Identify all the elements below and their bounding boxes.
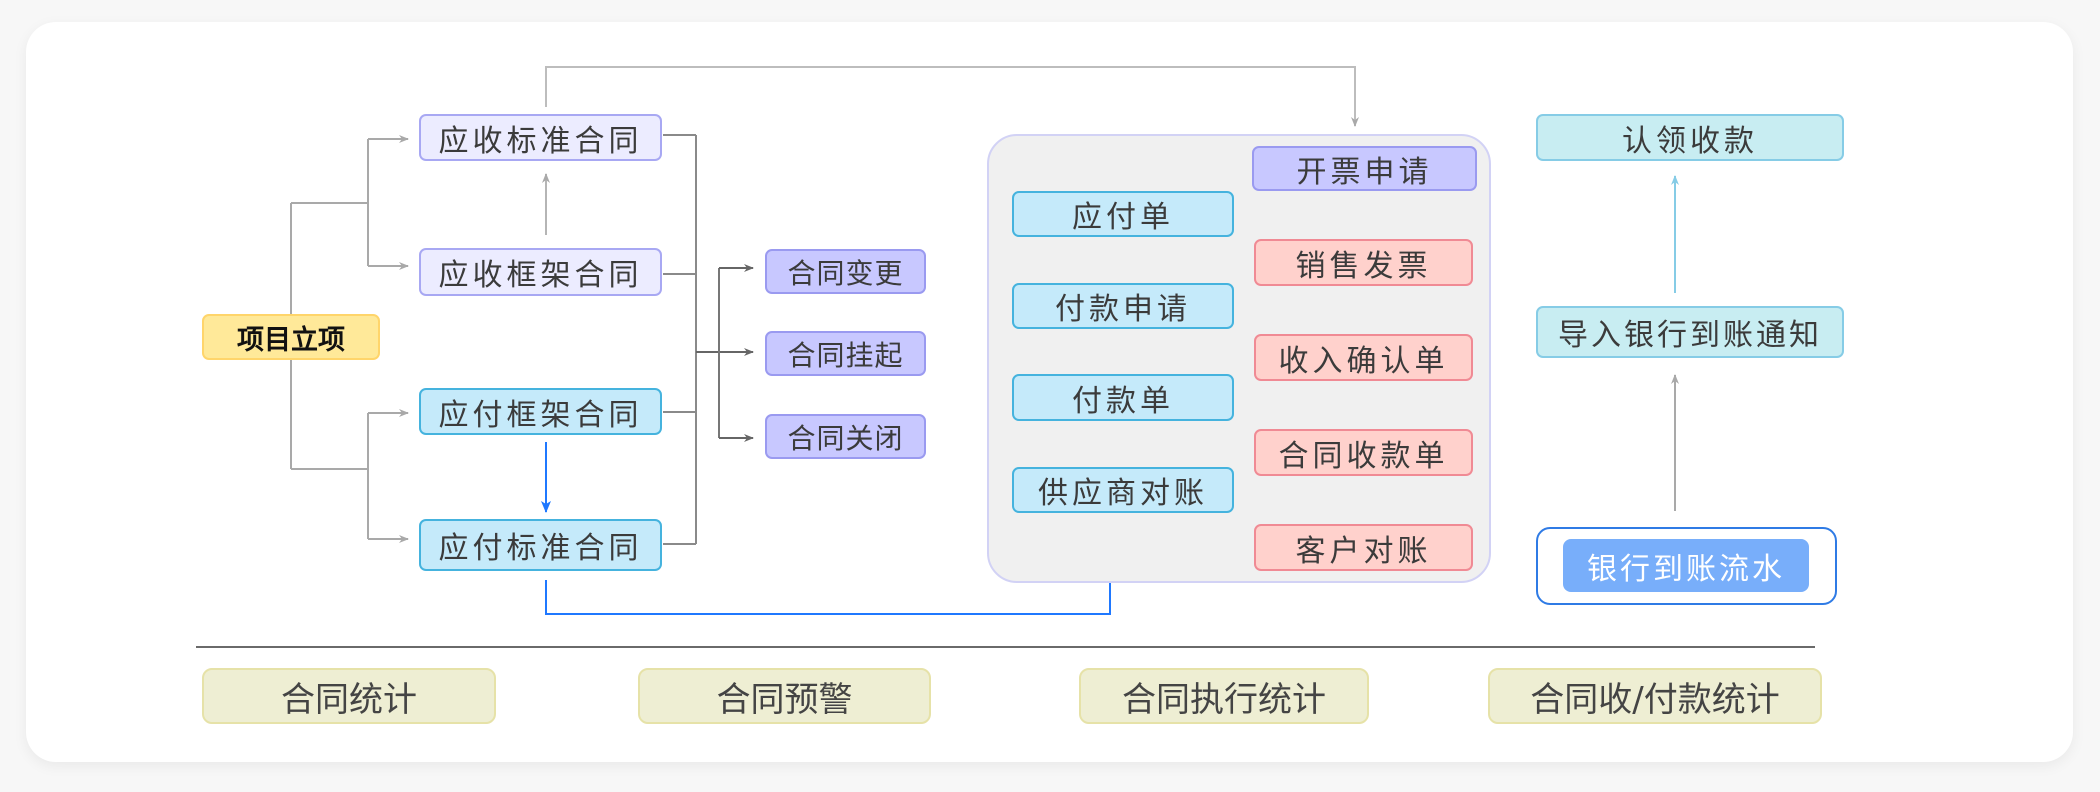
node-label: 收入确认单 (1278, 343, 1449, 379)
node-invoice-request[interactable]: 开票申请 (1252, 146, 1477, 191)
node-label: 客户对账 (1295, 533, 1432, 569)
node-label: 合同挂起 (787, 338, 904, 372)
node-sales-invoice[interactable]: 销售发票 (1254, 239, 1473, 286)
node-label: 开票申请 (1296, 154, 1433, 190)
node-label: 项目立项 (237, 324, 345, 356)
node-claim-receipt[interactable]: 认领收款 (1536, 114, 1844, 161)
node-label: 合同预警 (716, 679, 853, 720)
node-contract-change[interactable]: 合同变更 (765, 249, 926, 294)
node-bank-flow[interactable]: 银行到账流水 (1563, 539, 1809, 592)
node-label: 付款单 (1072, 383, 1174, 419)
node-contract-warning[interactable]: 合同预警 (638, 668, 931, 724)
node-label: 合同收/付款统计 (1530, 679, 1780, 720)
node-label: 应付框架合同 (438, 397, 643, 433)
node-label: 导入银行到账通知 (1558, 318, 1822, 353)
node-label: 合同变更 (787, 256, 904, 290)
node-label: 银行到账流水 (1587, 551, 1785, 587)
node-contract-suspend[interactable]: 合同挂起 (765, 331, 926, 376)
node-payable-framework-contract[interactable]: 应付框架合同 (419, 388, 662, 435)
node-label: 付款申请 (1055, 292, 1191, 327)
node-revenue-recognition[interactable]: 收入确认单 (1254, 334, 1473, 381)
node-label: 应收框架合同 (438, 258, 643, 293)
node-customer-reconciliation[interactable]: 客户对账 (1254, 524, 1473, 571)
node-contract-payment-statistics[interactable]: 合同收/付款统计 (1488, 668, 1822, 724)
node-label: 合同执行统计 (1122, 679, 1326, 720)
node-receivable-standard-contract[interactable]: 应收标准合同 (419, 114, 662, 161)
node-payable-bill[interactable]: 应付单 (1012, 191, 1234, 237)
node-label: 供应商对账 (1038, 476, 1208, 511)
node-supplier-reconciliation[interactable]: 供应商对账 (1012, 467, 1234, 513)
node-contract-execution-statistics[interactable]: 合同执行统计 (1079, 668, 1369, 724)
node-contract-statistics[interactable]: 合同统计 (202, 668, 496, 724)
node-label: 认领收款 (1622, 123, 1758, 159)
node-label: 合同统计 (281, 679, 417, 720)
node-payable-standard-contract[interactable]: 应付标准合同 (419, 519, 662, 571)
node-label: 合同关闭 (787, 421, 904, 455)
node-project-initiation[interactable]: 项目立项 (202, 314, 380, 360)
node-contract-close[interactable]: 合同关闭 (765, 414, 926, 459)
section-divider (196, 646, 1815, 648)
node-import-bank-notice[interactable]: 导入银行到账通知 (1536, 306, 1844, 358)
node-label: 销售发票 (1295, 248, 1432, 284)
node-payment-bill[interactable]: 付款单 (1012, 374, 1234, 421)
node-contract-receipt[interactable]: 合同收款单 (1254, 429, 1473, 476)
node-label: 合同收款单 (1278, 438, 1449, 474)
node-payment-request[interactable]: 付款申请 (1012, 283, 1234, 329)
node-receivable-framework-contract[interactable]: 应收框架合同 (419, 248, 662, 296)
node-label: 应收标准合同 (438, 123, 643, 159)
node-label: 应付标准合同 (438, 531, 643, 566)
node-label: 应付单 (1072, 200, 1174, 235)
